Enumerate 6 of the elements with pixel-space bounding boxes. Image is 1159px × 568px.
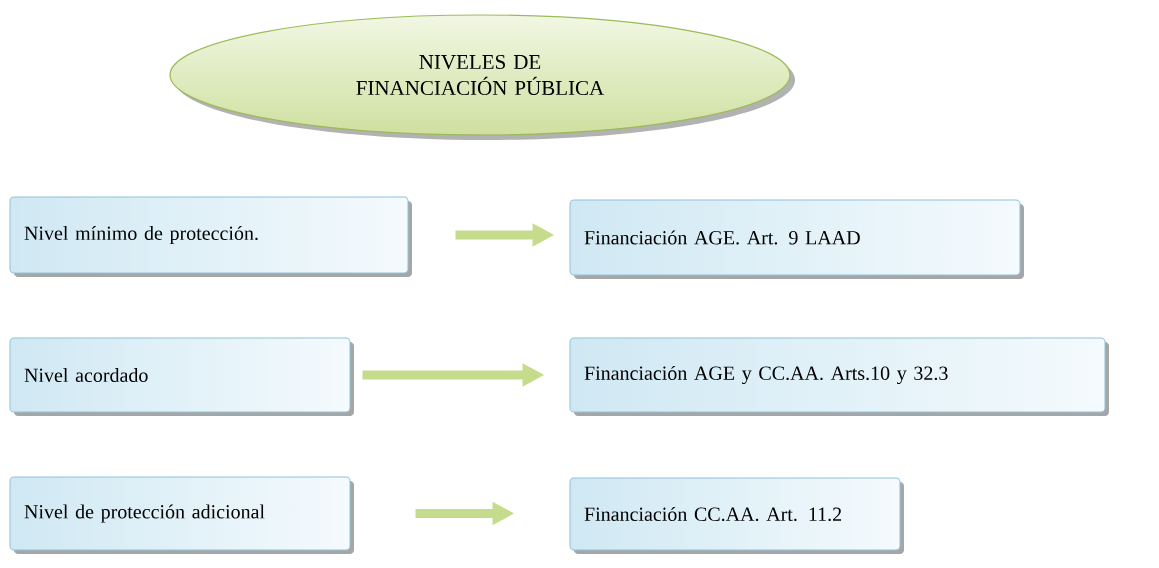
text-box: Nivel mínimo de protección.	[9, 196, 412, 277]
text-box: Financiación CC.AA. Art. 11.2	[569, 477, 904, 554]
text-box: Nivel de protección adicional	[9, 476, 354, 554]
text-box: Financiación AGE y CC.AA. Arts.10 y 32.3	[569, 337, 1109, 416]
text-box: Nivel acordado	[9, 337, 354, 416]
text-box: Financiación AGE. Art. 9 LAAD	[569, 199, 1024, 279]
